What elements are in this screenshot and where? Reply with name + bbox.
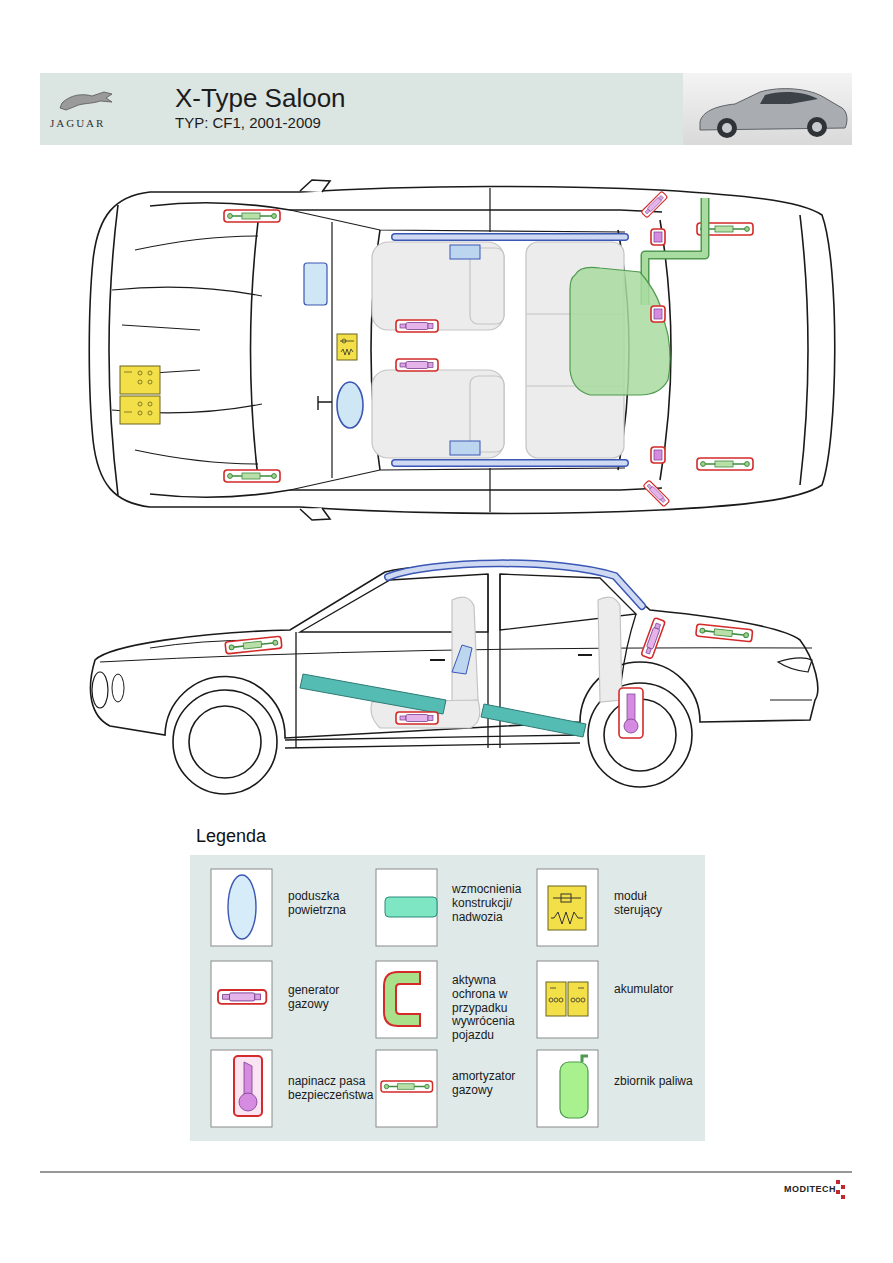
gas-generator [641, 191, 668, 218]
gas-generator [396, 320, 438, 332]
gas-strut [225, 636, 282, 654]
side-airbag [450, 245, 480, 259]
side-impact-beam [300, 674, 446, 714]
legend-generator-sample [218, 990, 266, 1004]
fuel-tank [570, 198, 705, 395]
belt-tensioner [651, 306, 665, 322]
gas-strut [224, 470, 280, 482]
legend-panel [190, 855, 705, 1141]
legend-label: generator gazowy [288, 984, 358, 1012]
curtain-airbag [395, 233, 625, 241]
legend-label: moduł sterujący [614, 890, 694, 918]
legend-rollover-sample [384, 972, 420, 1026]
belt-tensioner [651, 229, 665, 245]
gas-strut [697, 458, 753, 470]
car-side-view [90, 564, 817, 794]
jaguar-leaper [60, 92, 112, 110]
passenger-airbag [304, 263, 327, 305]
legend-label: zbiornik paliwa [614, 1075, 694, 1089]
legend-label: napinacz pasa bezpieczeństwa [288, 1075, 370, 1103]
side-airbag [450, 441, 480, 455]
legend-heading: Legenda [196, 826, 266, 847]
driver-airbag [337, 382, 363, 428]
legend-battery-sample [546, 982, 588, 1016]
publisher-logo: MODITECH [784, 1184, 836, 1194]
legend-fuel-sample [560, 1056, 588, 1118]
gas-strut [696, 624, 753, 642]
legend-label: aktywna ochrona w przypadku wywrócenia p… [452, 974, 532, 1043]
car-photo [683, 73, 852, 145]
legend-tensioner-sample [234, 1056, 262, 1116]
side-impact-beam [481, 704, 586, 737]
battery [120, 366, 160, 424]
footer-rule [40, 1172, 852, 1173]
legend-airbag-sample [228, 875, 256, 939]
legend-label: amortyzator gazowy [452, 1070, 532, 1098]
belt-tensioner [619, 688, 643, 738]
legend-label: wzmocnienia konstrukcji/ nadwozia [452, 883, 534, 924]
car-top-view [89, 180, 835, 520]
gas-strut [224, 210, 280, 222]
legend-label: poduszka powietrzna [288, 890, 358, 918]
curtain-airbag [388, 563, 642, 606]
page-title: X-Type Saloon [175, 84, 346, 114]
gas-generator [643, 480, 670, 507]
curtain-airbag [395, 459, 625, 467]
gas-generator [396, 712, 438, 724]
legend-module-sample [548, 886, 586, 930]
legend-label: akumulator [614, 983, 694, 997]
legend-cells [211, 869, 598, 1127]
gas-generator [641, 618, 665, 659]
legend-reinforcement-sample [385, 897, 437, 917]
belt-tensioner [651, 447, 665, 463]
brand-name: JAGUAR [50, 117, 105, 130]
header-band [40, 73, 852, 145]
model-type: TYP: CF1, 2001-2009 [175, 114, 321, 131]
gas-generator [396, 359, 438, 371]
legend-strut-sample [381, 1081, 433, 1092]
control-module [337, 334, 357, 360]
logo-mark [836, 1180, 845, 1199]
side-airbag [452, 645, 472, 674]
